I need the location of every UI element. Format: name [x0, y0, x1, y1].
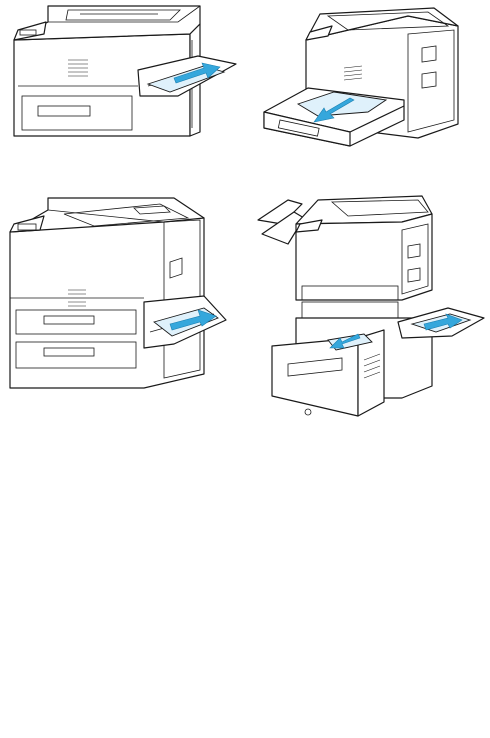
- figure-right-door: [4, 192, 234, 392]
- printer-right-door-illustration: [4, 192, 234, 392]
- printer-drawer-tray-illustration: [258, 4, 488, 164]
- printer-large-drawer-illustration: [252, 190, 488, 420]
- printer-left-tray-illustration: [8, 0, 238, 140]
- figure-large-drawer: [252, 190, 488, 420]
- figure-drawer-tray: [258, 4, 488, 164]
- figure-left-tray: [8, 0, 238, 140]
